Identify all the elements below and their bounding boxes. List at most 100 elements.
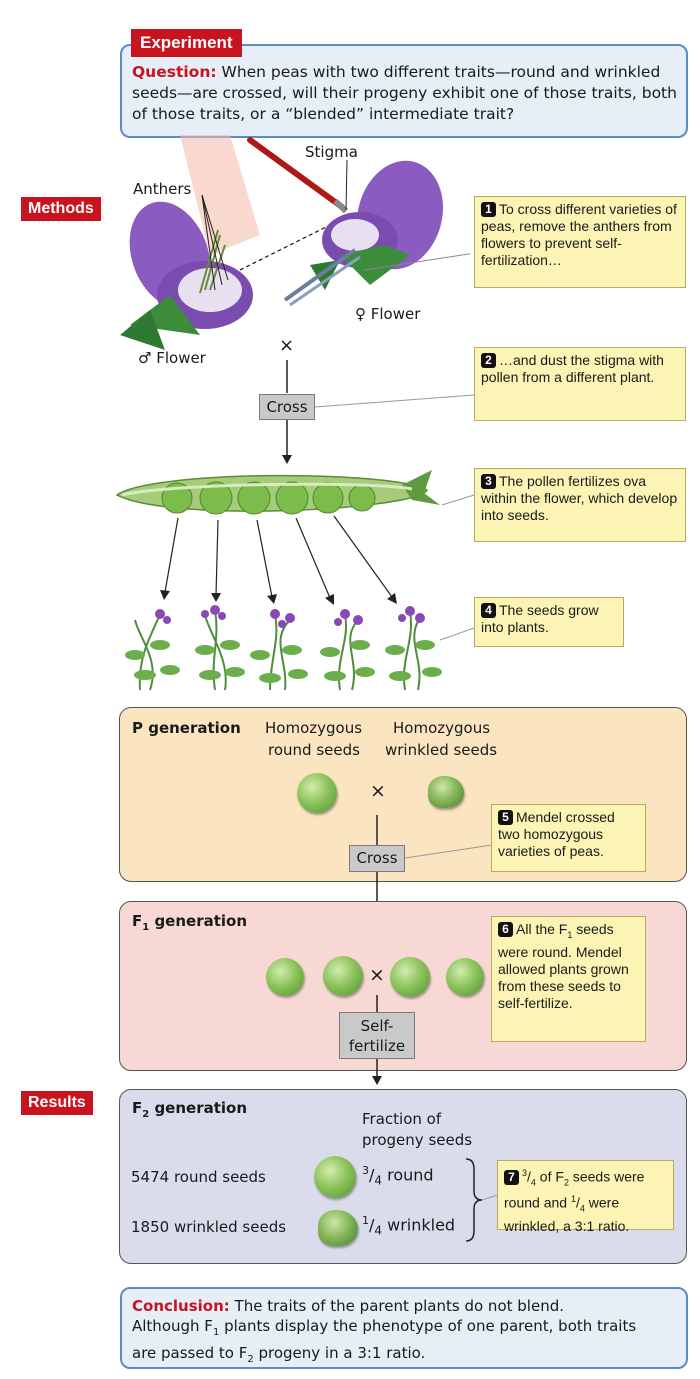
step-7-text-a: of F [535,1168,564,1185]
step-5-number: 5 [498,810,513,825]
f2-wrinkled-seed [318,1210,358,1246]
question-label: Question: [132,63,217,81]
p-cross-box: Cross [349,845,405,872]
f1-cross-symbol: × [369,964,385,986]
flower-illustration [120,135,470,350]
anthers-label: Anthers [133,180,192,198]
conclusion-label: Conclusion: [132,1297,230,1315]
methods-tag: Methods [21,197,101,221]
round-frac-label: round [382,1165,434,1185]
conclusion-sub-2: 1 [212,1327,220,1338]
round-frac-num: 3 [362,1164,369,1177]
step-2-number: 2 [481,353,496,368]
step-6-number: 6 [498,922,513,937]
f1-connectors [372,995,382,1085]
step-7-frac2-den: 4 [579,1203,585,1214]
p-generation-title: P generation [132,719,241,737]
p-left-label-2: round seeds [268,741,360,759]
f2-title-f: F [132,1099,143,1117]
self-fertilize-line-1: Self- [360,1017,394,1035]
methods-connectors [160,360,475,641]
f1-title-sub: 1 [142,922,150,933]
step-2-text: …and dust the stigma with pollen from a … [481,352,664,385]
conclusion-text-2a: Although F [132,1317,213,1335]
conclusion-text-2b: plants display the phenotype of one pare… [219,1317,637,1335]
f1-seed-1 [266,958,304,996]
wrinkled-frac-label: wrinkled [382,1215,456,1235]
step-7-text-c: were wrinkled, a 3:1 ratio. [504,1195,630,1234]
round-frac-den: 4 [374,1173,383,1188]
results-tag: Results [21,1091,93,1115]
conclusion-panel [120,1287,688,1369]
f1-seed-4 [446,958,484,996]
question-body: When peas with two different traits—roun… [132,63,677,123]
pea-pod-illustration [115,470,440,515]
methods-cross-symbol: × [279,335,295,356]
step-7-frac1-den: 4 [530,1177,536,1188]
f2-brace [465,1158,499,1242]
male-flower-label: ♂ Flower [138,349,206,367]
p-left-label-1: Homozygous [265,719,363,737]
conclusion-line-2: Although F1 plants display the phenotype… [132,1316,680,1343]
p-cross-symbol: × [370,780,386,802]
experiment-tag: Experiment [131,29,242,57]
round-fraction: 3/4 round [362,1164,434,1188]
conclusion-sub-3: 2 [247,1354,254,1365]
step-6-sub: 1 [567,929,573,940]
f2-round-seed [314,1156,356,1198]
f1-title-f: F [132,912,143,930]
step-5-text: Mendel crossed two homozygous varieties … [498,809,615,859]
question-text: Question: When peas with two different t… [132,62,680,125]
f1-seed-2 [323,956,363,996]
f2-generation-title: F2 generation [132,1099,247,1120]
p-right-label-2: wrinkled seeds [385,741,498,759]
self-fertilize-line-2: fertilize [348,1037,406,1055]
self-fertilize-box: Self- fertilize [339,1012,415,1059]
f1-seed-3 [390,957,430,997]
female-flower-label: ♀ Flower [355,305,421,323]
round-seed-count: 5474 round seeds [131,1168,266,1186]
f1-generation-title: F1 generation [132,912,247,933]
wrinkled-fraction: 1/4 wrinkled [362,1214,456,1238]
wrinkled-seed-count: 1850 wrinkled seeds [131,1218,287,1236]
step-2-note: 2…and dust the stigma with pollen from a… [474,347,686,421]
conclusion-text: Conclusion: The traits of the parent pla… [132,1296,680,1370]
step-7-frac1-num: 3 [522,1168,528,1178]
step-7-number: 7 [504,1169,519,1185]
step-6-text-b: seeds were round. Mendel allowed plants … [498,921,629,1011]
p-right-label-1: Homozygous [393,719,491,737]
step-7-frac2-num: 1 [570,1194,576,1205]
question-panel [120,44,688,138]
f2-title-sub: 2 [142,1109,150,1120]
step-4-number: 4 [481,603,496,618]
methods-cross-box: Cross [259,394,315,420]
step-7-text-b: seeds were round and [504,1168,645,1212]
pea-plants-illustration [125,605,442,691]
conclusion-line-3: are passed to F2 progeny in a 3:1 ratio. [132,1343,680,1370]
conclusion-line-1: Conclusion: The traits of the parent pla… [132,1296,680,1316]
fraction-header-1: Fraction of [362,1110,442,1128]
f1-title-rest: generation [149,912,248,930]
conclusion-text-3a: are passed to F [132,1344,248,1362]
p-wrinkled-seed [428,776,464,808]
step-1-number: 1 [481,202,496,217]
conclusion-text-3b: progeny in a 3:1 ratio. [253,1344,426,1362]
wrinkled-frac-num: 1 [362,1214,369,1227]
step-6-text-a: All the F [516,921,568,937]
step-3-number: 3 [481,474,496,489]
fraction-header-2: progeny seeds [362,1131,473,1149]
step-7-sub: 2 [563,1177,569,1188]
f2-title-rest: generation [149,1099,248,1117]
wrinkled-frac-den: 4 [374,1223,383,1238]
p-round-seed [297,773,337,813]
step-3-text: The pollen fertilizes ova within the flo… [481,473,678,523]
conclusion-text-1: The traits of the parent plants do not b… [229,1297,564,1315]
step-4-text: The seeds grow into plants. [481,602,599,635]
step-1-text: To cross different varieties of peas, re… [481,201,677,268]
